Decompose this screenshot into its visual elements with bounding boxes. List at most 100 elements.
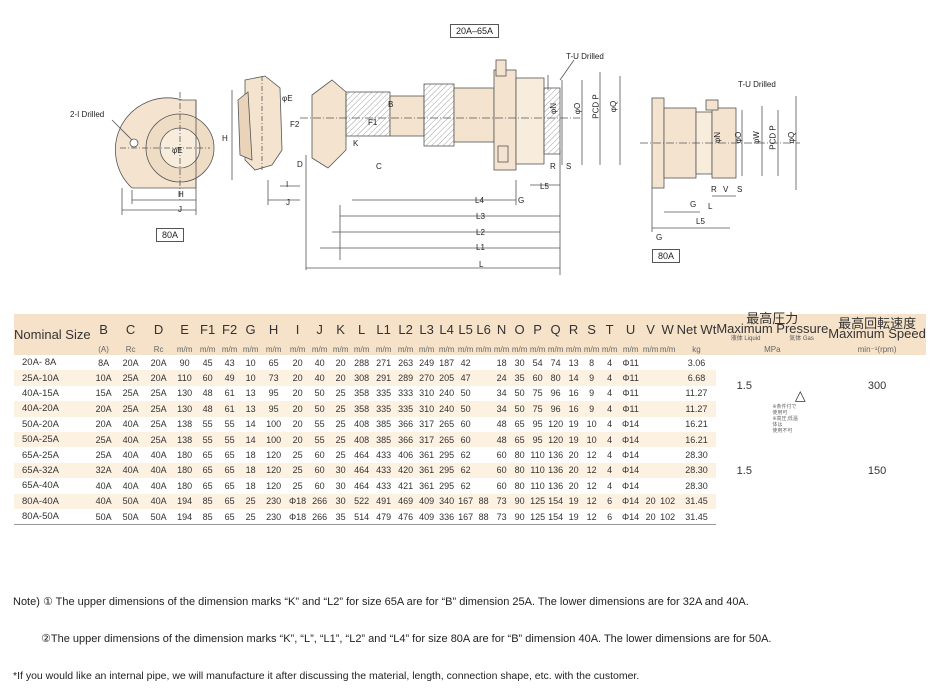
table-cell: 74: [550, 357, 561, 368]
table-cell: 95: [268, 388, 279, 399]
table-cell: [643, 355, 659, 370]
row-nominal-size: 50A-20A: [22, 418, 59, 430]
table-cell: 18: [245, 480, 256, 491]
header-col: R: [564, 314, 583, 344]
table-cell: 40A: [144, 462, 173, 479]
table-cell: 120: [266, 480, 282, 491]
header-col: C: [116, 314, 145, 344]
table-cell: 361: [419, 480, 435, 491]
table-cell: 20: [564, 462, 583, 479]
table-cell: 295: [436, 462, 457, 479]
table-cell: 469: [394, 493, 417, 509]
header-col: G: [240, 314, 261, 344]
label-s-right: S: [737, 185, 743, 194]
table-cell: Φ14: [618, 493, 643, 509]
table-cell: 110: [528, 462, 547, 479]
table-cell: 25A: [116, 370, 145, 386]
table-cell: 50: [456, 401, 475, 417]
table-cell: 60: [314, 480, 325, 491]
table-cell: 130: [172, 401, 197, 417]
header-col: J: [308, 314, 331, 344]
front-view: [111, 92, 215, 215]
unit-cell: m/m: [642, 344, 659, 355]
table-cell: 340: [436, 493, 457, 509]
label-c: C: [376, 162, 382, 171]
table-cell: Φ14: [618, 431, 643, 448]
table-cell: 138: [172, 431, 197, 448]
table-cell: 366: [398, 419, 414, 430]
table-cell: 20: [286, 431, 309, 448]
table-cell: 20A: [90, 401, 117, 417]
table-cell: [659, 447, 677, 462]
table-cell: [658, 431, 677, 448]
table-cell: 20A: [95, 419, 112, 430]
table-cell: 12: [582, 493, 601, 509]
table-cell: 65: [202, 450, 213, 461]
table-cell: 358: [350, 401, 373, 417]
table-cell: 25: [292, 480, 303, 491]
unit-cell: Rc: [144, 344, 173, 355]
label-q-main: φQ: [609, 100, 619, 113]
table-cell: 14: [564, 370, 583, 386]
table-cell: 20A: [150, 357, 167, 368]
table-cell: 60: [196, 370, 219, 386]
table-cell: 265: [436, 431, 457, 448]
table-cell: 40A: [116, 431, 145, 448]
pressure-liquid-group-2: 1.5: [716, 416, 773, 525]
table-cell: 20: [286, 401, 309, 417]
table-cell: 80: [514, 450, 525, 461]
table-cell: 43: [224, 357, 235, 368]
label-n-main: φN: [548, 103, 558, 114]
table-cell: 88: [474, 508, 493, 526]
table-cell: 73: [492, 508, 511, 526]
row-net-wt: 3.06: [687, 357, 706, 368]
header-col: I: [286, 314, 309, 344]
table-cell: 25: [335, 388, 346, 399]
gas-note-line: 使用可: [772, 410, 788, 416]
table-cell: 65: [196, 462, 219, 479]
table-cell: [659, 355, 677, 370]
table-cell: 20A: [122, 357, 139, 368]
table-cell: [475, 355, 493, 370]
table-cell: 25A: [122, 388, 139, 399]
header-col: D: [144, 314, 173, 344]
label-s-main: S: [566, 162, 572, 171]
right-80a-view: [640, 96, 800, 232]
table-cell: 55: [314, 419, 325, 430]
table-cell: 514: [350, 508, 373, 526]
table-cell: 60: [460, 419, 471, 430]
table-cell: 408: [350, 431, 373, 448]
table-cell: 16: [564, 401, 583, 417]
table-cell: 4: [607, 388, 613, 399]
table-cell: 120: [266, 450, 282, 461]
table-cell: 80: [546, 370, 565, 386]
table-cell: 25A: [150, 419, 167, 430]
table-cell: 4: [600, 462, 619, 479]
table-cell: [658, 462, 677, 479]
table-cell: 491: [372, 493, 395, 509]
table-cell: 25: [335, 450, 346, 461]
table-cell: [642, 370, 659, 386]
row-net-wt: 11.27: [685, 388, 708, 399]
header-speed-en: Maximum Speed: [828, 326, 926, 341]
table-cell: 12: [586, 450, 597, 461]
table-cell: 65: [218, 462, 241, 479]
table-cell: 4: [607, 480, 613, 491]
label-w-right: φW: [751, 131, 761, 144]
label-i: I: [286, 180, 289, 189]
table-cell: 120: [546, 431, 565, 448]
table-cell: 88: [474, 493, 493, 509]
pressure-liquid-group-1: 1.5: [716, 355, 773, 417]
header-pressure-gas: 気体 Gas: [789, 336, 814, 342]
table-cell: 125: [528, 493, 547, 509]
table-cell: 9: [582, 401, 601, 417]
table-cell: 154: [546, 493, 565, 509]
table-cell: 464: [354, 480, 370, 491]
row-net-wt: 16.21: [685, 419, 708, 430]
table-cell: 270: [416, 370, 437, 386]
table-cell: 194: [172, 493, 197, 509]
table-cell: 48: [492, 431, 511, 448]
table-cell: 180: [177, 480, 193, 491]
